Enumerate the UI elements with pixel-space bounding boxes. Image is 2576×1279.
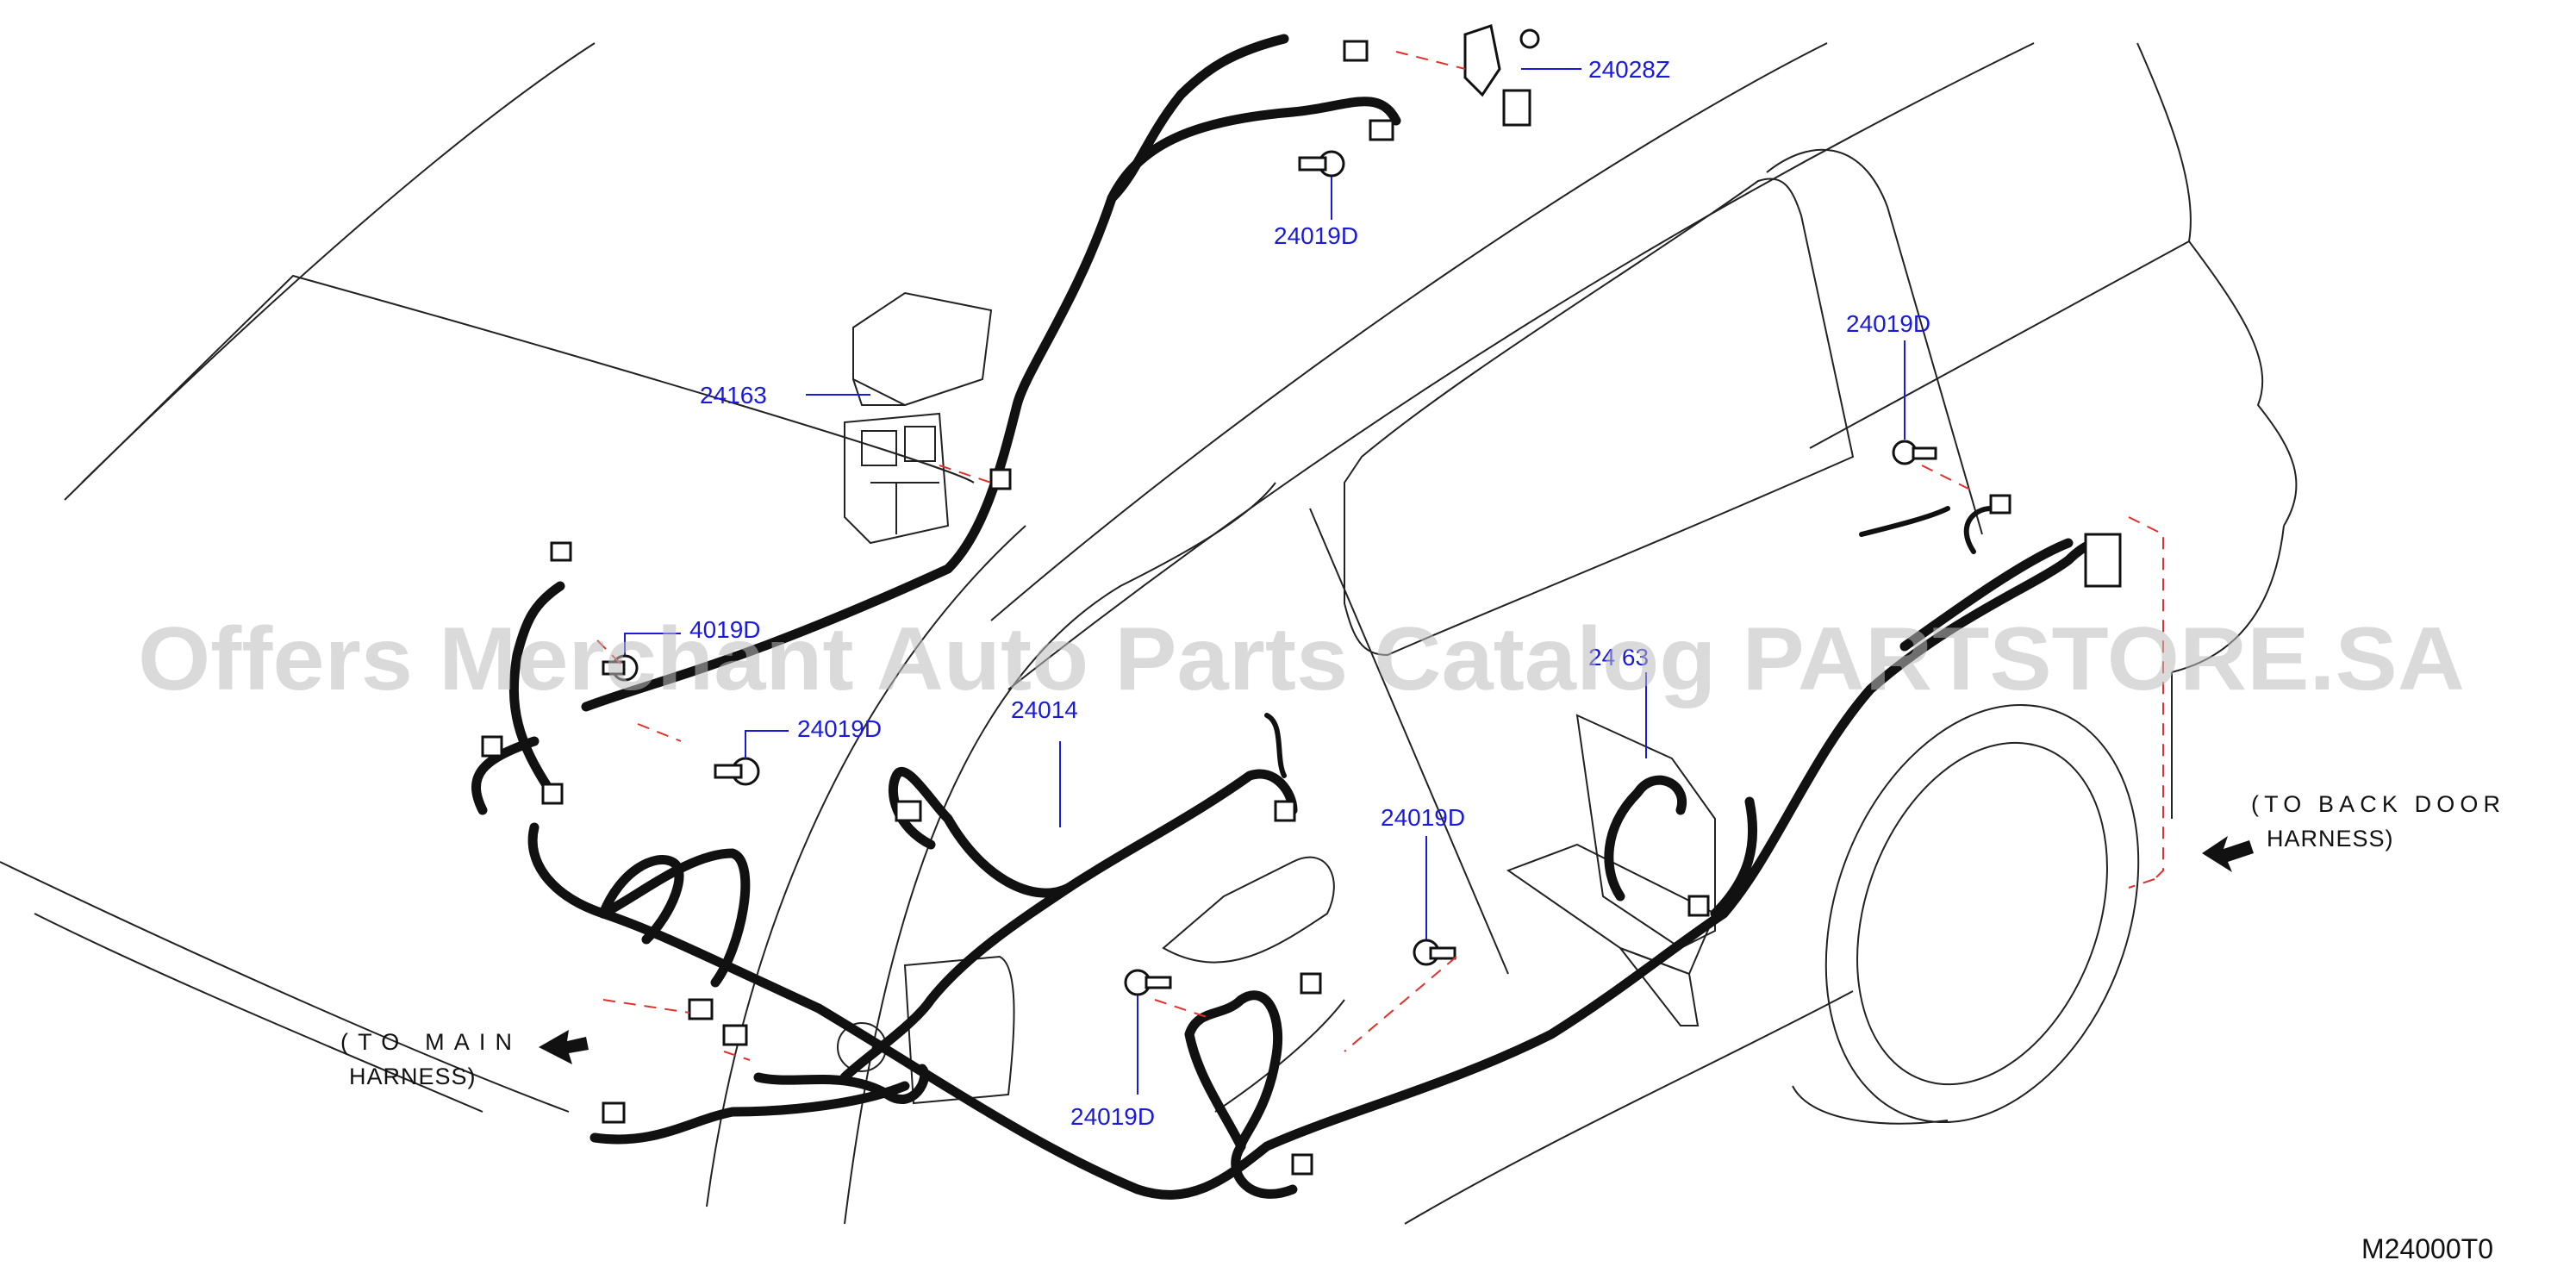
note-back-door-line1: (TO BACK DOOR	[2251, 791, 2501, 817]
relay-block	[844, 291, 993, 545]
label-24019d-top: 24019D	[1274, 222, 1358, 249]
label-24028z: 24028Z	[1588, 56, 1670, 83]
arrow-to-main	[539, 1030, 589, 1064]
bolt-mid	[1413, 939, 1456, 966]
label-24019d-bottom: 24019D	[1070, 1103, 1155, 1130]
connector-block	[989, 468, 1012, 490]
connector-rear	[1989, 494, 2012, 515]
bolt-bottom	[1124, 969, 1172, 996]
connector-clip	[895, 800, 922, 822]
label-24163-upper: 24163	[700, 382, 767, 409]
harness-lines	[471, 34, 2118, 1200]
connector-top	[1369, 119, 1394, 141]
connector-main-2	[722, 1024, 748, 1046]
diagram-code: M24000T0	[2361, 1233, 2493, 1264]
bolt-left	[714, 757, 760, 786]
note-main-line1: (TO MAIN	[340, 1029, 513, 1055]
connector-mid	[1300, 972, 1322, 995]
arrow-to-back-door	[2202, 836, 2254, 872]
label-24019d-mid: 24019D	[1381, 804, 1465, 831]
connector-bracket	[1687, 895, 1710, 917]
part-labels: 24028Z 24019D 24163 24019D 4019D 24019D …	[689, 56, 1930, 1130]
connector-top-2	[1343, 40, 1369, 62]
connector-main-1	[688, 998, 714, 1020]
bolt-top	[1298, 150, 1345, 178]
bracket-assembly	[1506, 714, 1717, 1026]
connector-left-2	[481, 735, 503, 758]
vehicle-body-outline	[0, 42, 2298, 1225]
leader-lines	[624, 68, 1905, 1095]
label-24019d-rear: 24019D	[1846, 310, 1930, 337]
label-24019d-left: 24019D	[797, 715, 882, 742]
connector-left-1	[550, 541, 572, 562]
connector-door	[1274, 800, 1296, 822]
connector-left-3	[541, 783, 564, 805]
bolts	[602, 24, 1937, 996]
sensor-24028z	[1463, 24, 1540, 127]
bolt-rear	[1892, 440, 1937, 465]
reference-lines	[594, 51, 2164, 1061]
note-main-line2: HARNESS)	[349, 1064, 477, 1089]
note-back-door-line2: HARNESS)	[2267, 826, 2394, 852]
connector-bottom	[1291, 1153, 1313, 1176]
connector-main-3	[602, 1101, 626, 1124]
label-4019d: 4019D	[689, 616, 761, 643]
arrows	[539, 836, 2254, 1064]
connector-rear-block	[2084, 533, 2122, 588]
label-24163-lower: 24 63	[1588, 644, 1649, 671]
connectors	[481, 40, 2122, 1176]
watermark: Offers Merchant Auto Parts Catalog PARTS…	[138, 609, 2465, 709]
label-24014: 24014	[1011, 696, 1078, 723]
